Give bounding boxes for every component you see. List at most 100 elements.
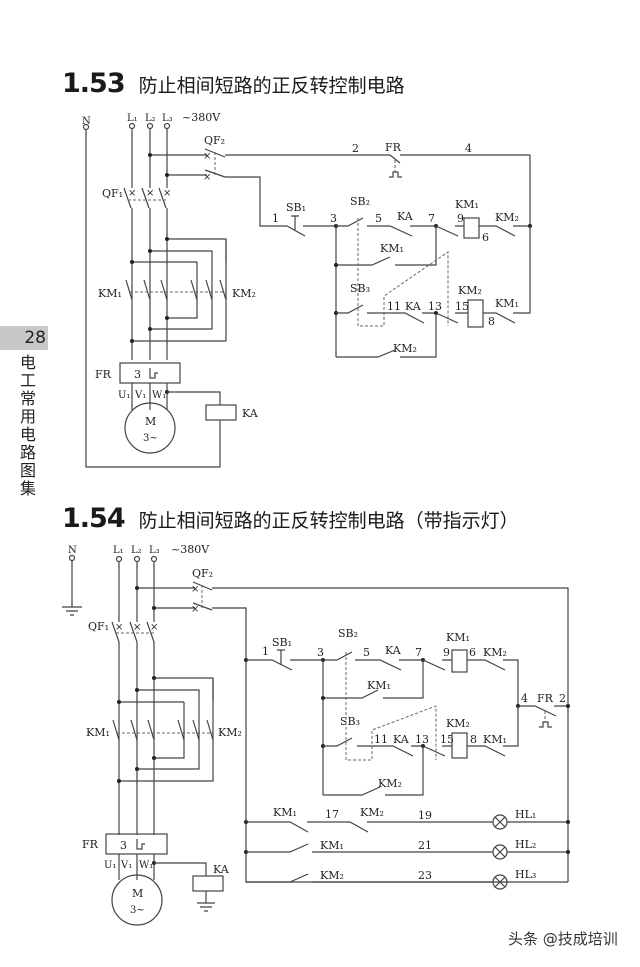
node-8: 8	[470, 733, 477, 746]
label-KM1-interlock: KM₁	[483, 733, 507, 746]
junction	[152, 606, 156, 610]
fr-contact	[518, 705, 568, 717]
node-3: 3	[330, 212, 337, 225]
junction	[148, 327, 152, 331]
wire-ka	[167, 391, 221, 405]
node-4: 4	[465, 142, 472, 155]
wire-motor	[118, 854, 155, 880]
node-13: 13	[415, 733, 429, 746]
lamp-icon	[494, 816, 506, 828]
junction	[321, 696, 325, 700]
label-KA: KA	[242, 407, 259, 420]
node-23: 23	[418, 869, 432, 882]
label-QF1: QF₁	[102, 187, 123, 200]
label-voltage: ~380V	[182, 111, 221, 124]
label-KM2-interlock: KM₂	[483, 646, 507, 659]
junction	[566, 704, 570, 708]
junction	[135, 767, 139, 771]
thermal-icon	[149, 368, 158, 379]
node-4: 4	[521, 692, 528, 705]
wire-ka	[154, 862, 207, 876]
label-KM1-interlock: KM₁	[495, 297, 519, 310]
node-2: 2	[352, 142, 359, 155]
control-circuit: 1 SB₁ 3 SB₂ 5 KA 7 9 KM₁ 6 KM₂ 4 FR 2 KM…	[244, 627, 570, 890]
junction	[165, 316, 169, 320]
lamp-icon	[494, 846, 506, 858]
label-KM2-hold: KM₂	[393, 342, 417, 355]
label-KM2-interlock: KM₂	[495, 211, 519, 224]
node-13: 13	[428, 300, 442, 313]
node-19: 19	[418, 809, 432, 822]
km2-coil	[451, 732, 468, 759]
label-N: N	[68, 545, 77, 556]
node-21: 21	[418, 839, 432, 852]
section-title: 防止相间短路的正反转控制电路	[138, 75, 405, 97]
junction	[334, 263, 338, 267]
fr-count: 3	[134, 368, 141, 381]
motor	[111, 874, 163, 926]
wire-N	[85, 130, 221, 468]
x-mark: ×	[146, 188, 154, 199]
ground-icon	[62, 561, 82, 616]
wire-motor	[131, 383, 168, 410]
motor	[124, 402, 176, 454]
label-SB1: SB₁	[272, 636, 292, 649]
node-9: 9	[443, 646, 450, 659]
junction	[135, 688, 139, 692]
km1-nc-contact	[467, 706, 519, 757]
label-KM2-coil: KM₂	[446, 717, 470, 730]
label-FR: FR	[95, 368, 112, 381]
sb3-ka-contacts	[336, 304, 468, 324]
label-L3: L₃	[149, 545, 160, 556]
motor-phase: 3~	[130, 905, 145, 916]
node-11: 11	[374, 733, 388, 746]
label-KM2-hl1: KM₂	[360, 806, 384, 819]
section-title: 防止相间短路的正反转控制电路（带指示灯）	[138, 510, 519, 532]
label-KM1-hold: KM₁	[380, 242, 404, 255]
label-QF2: QF₂	[192, 567, 213, 580]
label-KM1: KM₁	[86, 726, 110, 739]
node-6: 6	[482, 231, 489, 244]
node-15: 15	[440, 733, 454, 746]
junction	[130, 260, 134, 264]
label-voltage: ~380V	[171, 543, 210, 556]
ka-coil	[192, 875, 224, 892]
wire-km2-out	[119, 678, 214, 782]
node-2: 2	[559, 692, 566, 705]
km1-coil	[451, 649, 468, 673]
wire-L	[118, 562, 155, 622]
terminal-L2	[133, 555, 141, 563]
wire-qf2-tap	[137, 587, 195, 609]
wire-km2-out	[132, 239, 227, 342]
wire-control-supply	[212, 587, 569, 883]
label-L1: L₁	[127, 113, 138, 124]
label-FR: FR	[82, 838, 99, 851]
hl1-rung	[246, 821, 568, 833]
sb3-nc-contact	[435, 225, 464, 237]
label-SB2: SB₂	[338, 627, 358, 640]
label-U1: U₁	[104, 860, 116, 871]
x-mark: ×	[191, 584, 199, 595]
node-11: 11	[387, 300, 401, 313]
lamp-HL1	[492, 814, 508, 830]
km2-hold-contact	[336, 313, 437, 358]
lamp-HL3	[492, 874, 508, 890]
junction	[117, 700, 121, 704]
sb1-button	[246, 659, 323, 671]
label-KM1-hl2: KM₁	[320, 839, 344, 852]
watermark: 头条 @技成培训	[508, 930, 618, 948]
thermal-icon	[539, 721, 552, 728]
junction	[135, 586, 139, 590]
sb2-ka-contacts	[323, 651, 423, 671]
x-mark: ×	[191, 604, 199, 615]
label-QF1: QF₁	[88, 620, 109, 633]
label-SB3: SB₃	[340, 715, 360, 728]
junction	[117, 779, 121, 783]
thermal-icon	[136, 839, 145, 850]
junction	[566, 820, 570, 824]
power-circuit: N L₁ L₂ L₃ ~380V QF₂ × × QF₁ × × × KM₁ K…	[62, 543, 569, 926]
km1-coil	[463, 217, 480, 239]
label-KM2-coil: KM₂	[458, 284, 482, 297]
